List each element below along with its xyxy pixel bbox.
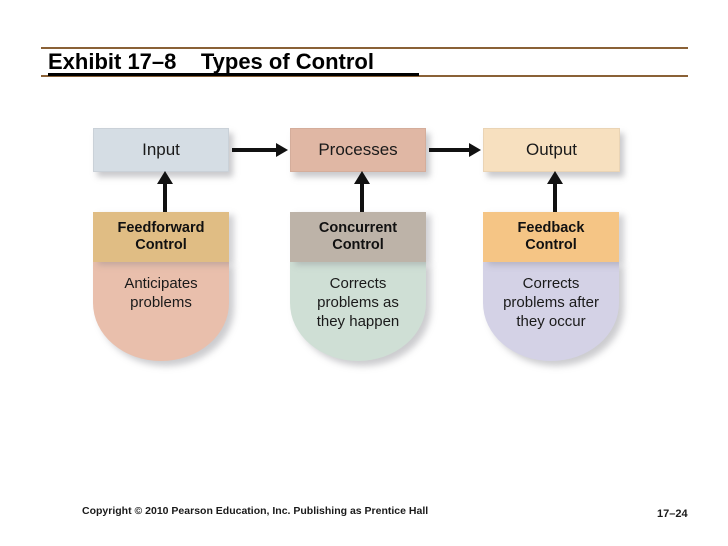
- control-title-line1: Concurrent: [318, 220, 398, 236]
- control-title-line2: Control: [135, 237, 187, 253]
- page-title: Exhibit 17–8 Types of Control: [48, 49, 374, 74]
- control-desc-line1: Corrects: [329, 275, 387, 292]
- page-number: 17–24: [657, 508, 688, 520]
- control-desc-line1: Corrects: [522, 275, 580, 292]
- flow-box-output: Output: [483, 128, 620, 172]
- control-card-concurrent-title: Concurrent Control: [290, 212, 426, 262]
- control-title-line2: Control: [332, 237, 384, 253]
- control-desc-line3: they happen: [316, 313, 400, 330]
- title-rule-top: [41, 47, 688, 49]
- flow-box-processes: Processes: [290, 128, 426, 172]
- control-card-feedforward-title: Feedforward Control: [93, 212, 229, 262]
- control-title-line1: Feedback: [517, 220, 585, 236]
- control-card-feedback-title: Feedback Control: [483, 212, 619, 262]
- control-desc-line2: problems: [130, 294, 192, 311]
- control-card-concurrent: Concurrent Control Corrects problems as …: [290, 212, 426, 361]
- flow-box-processes-label: Processes: [318, 140, 398, 159]
- control-title-line2: Control: [525, 237, 577, 253]
- flow-box-output-label: Output: [525, 140, 578, 159]
- arrow-up-feedforward-to-input-icon: [157, 171, 173, 213]
- arrow-right-processes-to-output-icon: [429, 143, 481, 157]
- control-title-line1: Feedforward: [117, 220, 205, 236]
- arrow-up-concurrent-to-processes-icon: [354, 171, 370, 213]
- control-card-concurrent-description: Corrects problems as they happen: [290, 261, 426, 361]
- flow-box-input-label: Input: [142, 140, 180, 159]
- control-card-feedback-description: Corrects problems after they occur: [483, 261, 619, 361]
- control-desc-line3: they occur: [516, 313, 586, 330]
- arrow-right-input-to-processes-icon: [232, 143, 288, 157]
- flow-box-input: Input: [93, 128, 229, 172]
- control-card-feedforward-description: Anticipates problems: [93, 261, 229, 361]
- control-desc-line1: Anticipates: [124, 275, 198, 292]
- control-desc-line2: problems after: [503, 294, 599, 311]
- title-underline: [48, 73, 419, 76]
- control-card-feedforward: Feedforward Control Anticipates problems: [93, 212, 229, 361]
- arrow-up-feedback-to-output-icon: [547, 171, 563, 213]
- control-card-feedback: Feedback Control Corrects problems after…: [483, 212, 619, 361]
- control-desc-line2: problems as: [317, 294, 399, 311]
- copyright-notice: Copyright © 2010 Pearson Education, Inc.…: [82, 505, 429, 517]
- title-rule-bottom: [41, 75, 688, 77]
